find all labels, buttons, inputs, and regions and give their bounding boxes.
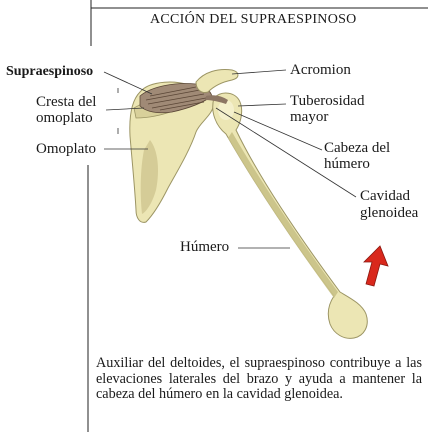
leader-supraespinoso [104, 72, 152, 94]
label-cresta-line2: omoplato [36, 111, 93, 126]
label-cresta-line1: Cresta del [36, 95, 96, 110]
caption-text: Auxiliar del deltoides, el supraespinoso… [96, 356, 422, 403]
diagram-title: ACCIÓN DEL SUPRAESPINOSO [150, 12, 357, 28]
label-humero: Húmero [180, 240, 229, 255]
label-tuberosidad-line1: Tuberosidad [290, 94, 364, 109]
label-omoplato: Omoplato [36, 142, 96, 157]
label-supraespinoso: Supraespinoso [6, 64, 93, 79]
label-cabeza-line2: húmero [324, 157, 370, 172]
label-cavidad-line1: Cavidad [360, 189, 410, 204]
leader-acromion [232, 70, 286, 74]
humerus-shadow [228, 132, 338, 298]
acromion [196, 70, 238, 93]
label-cavidad-line2: glenoidea [360, 206, 418, 221]
label-cabeza-line1: Cabeza del [324, 141, 390, 156]
humerus [213, 93, 368, 338]
leader-tuberosidad [238, 104, 286, 106]
elevation-arrow [364, 246, 388, 286]
label-acromion: Acromion [290, 63, 351, 78]
label-tuberosidad-line2: mayor [290, 110, 328, 125]
